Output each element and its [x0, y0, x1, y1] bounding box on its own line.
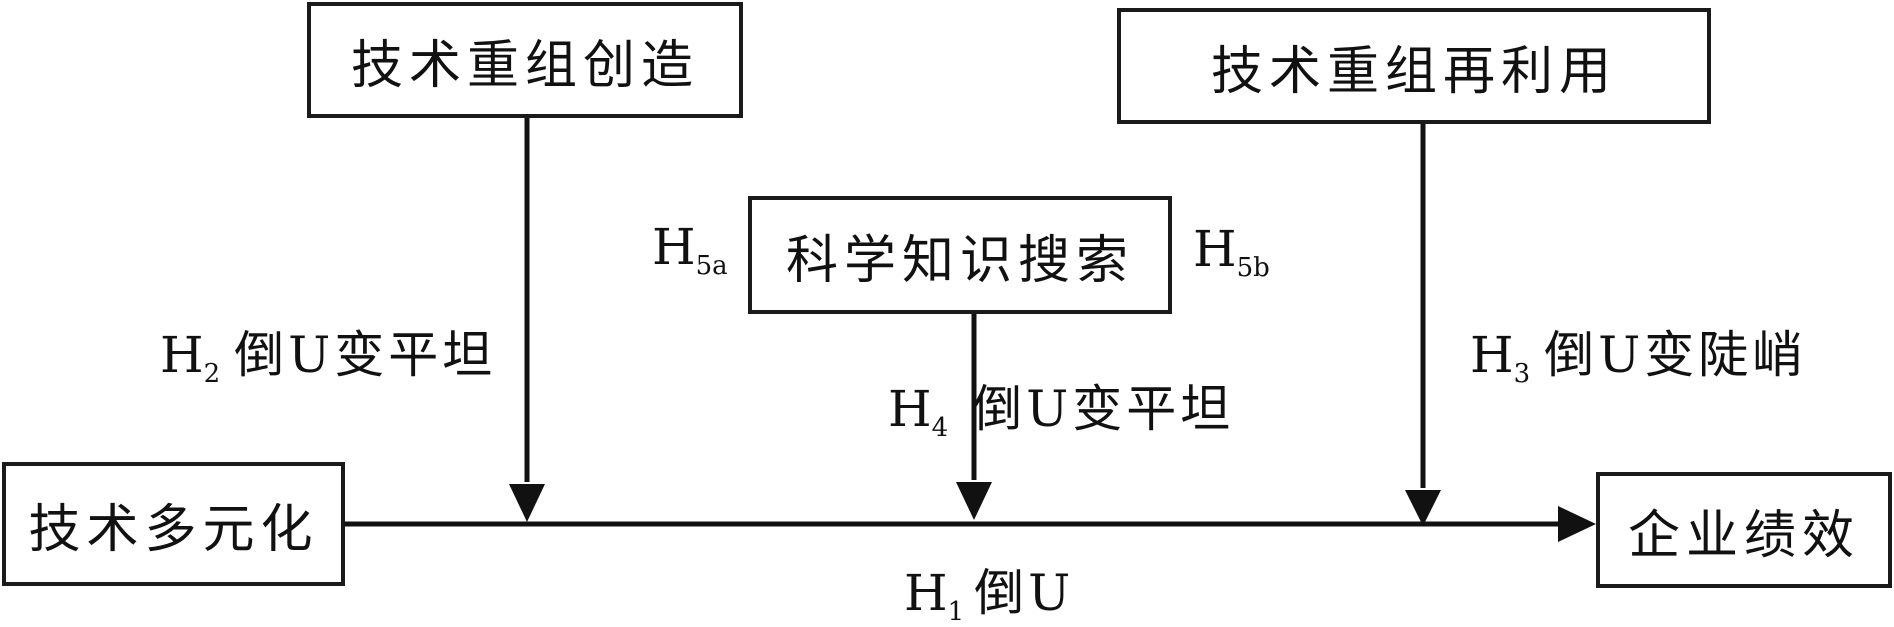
- creation-moderator-arrowhead: [509, 484, 545, 522]
- h1-subscript: 1: [947, 597, 965, 627]
- h2-effect: 倒U变平坦: [234, 326, 497, 384]
- h3-letter: H: [1470, 326, 1514, 384]
- hypothesis-h5b-label: H5b: [1193, 224, 1270, 281]
- hypothesis-h5a-label: H5a: [652, 222, 728, 279]
- h4-subscript: 4: [931, 413, 949, 443]
- box-tech-recombination-creation: 技术重组创造: [307, 2, 743, 118]
- h5b-subscript: 5b: [1236, 253, 1270, 283]
- h5b-letter: H: [1193, 220, 1237, 278]
- h4-letter: H: [888, 380, 932, 438]
- search-moderator-arrowhead: [956, 482, 992, 520]
- box-scientific-knowledge-search: 科学知识搜索: [748, 196, 1172, 314]
- h1-letter: H: [904, 564, 948, 622]
- h5a-subscript: 5a: [695, 251, 728, 281]
- box-firm-performance: 企业绩效: [1596, 472, 1892, 588]
- h4-effect: 倒U变平坦: [972, 380, 1235, 438]
- box-tech-recombination-reuse: 技术重组再利用: [1117, 8, 1711, 124]
- h3-effect: 倒U变陡峭: [1544, 326, 1807, 384]
- h3-subscript: 3: [1513, 359, 1531, 389]
- main-effect-arrowhead: [1558, 506, 1596, 542]
- box-tech-diversification: 技术多元化: [2, 462, 345, 586]
- h1-effect: 倒U: [974, 564, 1075, 622]
- h2-letter: H: [160, 326, 204, 384]
- reuse-moderator-arrowhead: [1405, 490, 1441, 526]
- h2-subscript: 2: [203, 359, 221, 389]
- h5a-letter: H: [652, 218, 696, 276]
